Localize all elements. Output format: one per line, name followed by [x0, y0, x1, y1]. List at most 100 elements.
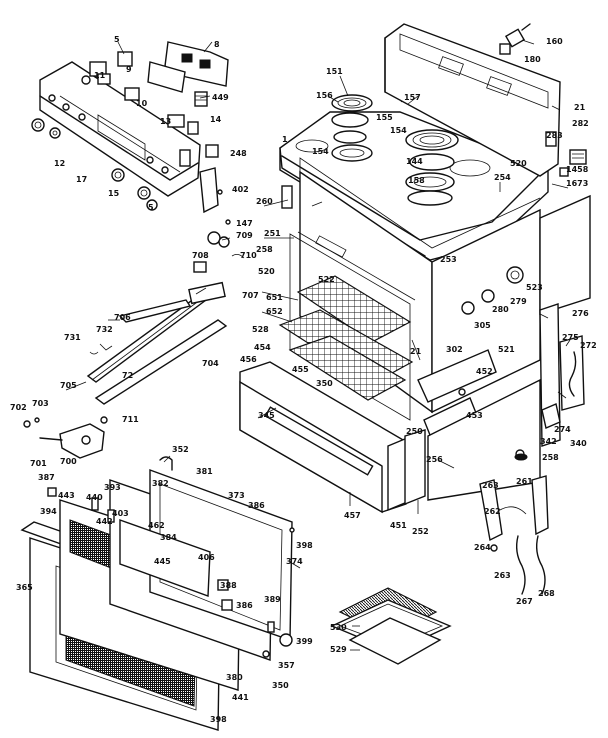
- part-label-710: 710: [240, 251, 257, 260]
- part-label-382: 382: [152, 479, 169, 488]
- part-label-5b: 5: [148, 203, 154, 212]
- part-label-731: 731: [64, 333, 81, 342]
- surface-burners: [331, 94, 459, 206]
- door-hinges: [479, 475, 549, 595]
- part-label-260: 260: [256, 197, 273, 206]
- part-label-452: 452: [476, 367, 493, 376]
- part-label-261: 261: [516, 477, 533, 486]
- part-label-701: 701: [30, 459, 47, 468]
- leader-lines: [65, 39, 571, 651]
- backsplash: [384, 23, 561, 177]
- gas-valve: [39, 423, 105, 459]
- part-label-250: 250: [406, 427, 423, 436]
- part-label-700: 700: [60, 457, 77, 466]
- part-label-456: 456: [240, 355, 257, 364]
- oven-cavity: [289, 231, 416, 421]
- part-label-17: 17: [76, 175, 87, 184]
- part-label-711: 711: [122, 415, 139, 424]
- part-label-180: 180: [524, 55, 541, 64]
- part-label-522: 522: [318, 275, 335, 284]
- part-label-279: 279: [510, 297, 527, 306]
- part-label-256: 256: [426, 455, 443, 464]
- door-liners: [59, 468, 293, 691]
- part-label-707: 707: [242, 291, 259, 300]
- small-fasteners: [23, 189, 231, 428]
- part-label-530: 530: [330, 623, 347, 632]
- part-label-282: 282: [572, 119, 589, 128]
- part-label-9: 9: [126, 65, 132, 74]
- part-label-12: 12: [54, 159, 65, 168]
- part-label-1673: 1673: [566, 179, 588, 188]
- part-label-158: 158: [408, 176, 425, 185]
- part-label-156: 156: [316, 91, 333, 100]
- part-label-381: 381: [196, 467, 213, 476]
- part-label-1: 1: [282, 135, 288, 144]
- part-label-451: 451: [390, 521, 407, 530]
- part-label-11: 11: [94, 71, 106, 80]
- part-label-403: 403: [112, 509, 129, 518]
- part-label-529: 529: [330, 645, 347, 654]
- part-label-365: 365: [16, 583, 33, 592]
- part-label-441: 441: [232, 693, 249, 702]
- part-label-352: 352: [172, 445, 189, 454]
- part-label-263: 263: [482, 481, 499, 490]
- part-label-21: 21: [574, 103, 586, 112]
- part-label-443: 443: [58, 491, 75, 500]
- end-cap: [199, 167, 219, 214]
- part-label-528: 528: [252, 325, 269, 334]
- part-label-520b: 520: [258, 267, 275, 276]
- part-label-258b: 258: [542, 453, 559, 462]
- part-label-442: 442: [96, 517, 113, 526]
- part-label-705: 705: [60, 381, 77, 390]
- part-label-144: 144: [406, 157, 423, 166]
- part-label-445: 445: [154, 557, 171, 566]
- part-label-21b: 21: [410, 347, 422, 356]
- part-label-455: 455: [292, 365, 309, 374]
- part-label-523: 523: [526, 283, 543, 292]
- part-label-454: 454: [254, 343, 271, 352]
- part-label-521: 521: [498, 345, 515, 354]
- part-label-276: 276: [572, 309, 589, 318]
- part-label-398: 398: [296, 541, 313, 550]
- part-label-453: 453: [466, 411, 483, 420]
- part-label-374: 374: [286, 557, 303, 566]
- part-label-274: 274: [554, 425, 571, 434]
- part-label-268: 268: [538, 589, 555, 598]
- part-label-10: 10: [136, 99, 148, 108]
- part-label-151: 151: [326, 67, 343, 76]
- part-label-393: 393: [104, 483, 121, 492]
- part-label-13: 13: [160, 117, 171, 126]
- part-label-267: 267: [516, 597, 533, 606]
- part-label-373: 373: [228, 491, 245, 500]
- part-label-406: 406: [198, 553, 215, 562]
- part-label-350b: 350: [272, 681, 289, 690]
- part-label-388: 388: [220, 581, 237, 590]
- part-label-14: 14: [210, 115, 222, 124]
- part-label-394: 394: [40, 507, 57, 516]
- part-label-8: 8: [214, 40, 220, 49]
- part-label-732: 732: [96, 325, 113, 334]
- terminal-block: [559, 149, 587, 177]
- part-label-72: 72: [122, 371, 133, 380]
- part-label-398b: 398: [210, 715, 227, 724]
- part-label-384: 384: [160, 533, 177, 542]
- control-panel: [39, 61, 201, 197]
- part-label-340: 340: [570, 439, 587, 448]
- part-label-399: 399: [296, 637, 313, 646]
- part-label-264: 264: [474, 543, 491, 552]
- part-label-703: 703: [32, 399, 49, 408]
- part-label-702: 702: [10, 403, 27, 412]
- part-label-252: 252: [412, 527, 429, 536]
- part-label-262: 262: [484, 507, 501, 516]
- part-label-155: 155: [376, 113, 393, 122]
- oven-racks: [278, 275, 414, 401]
- part-label-520: 520: [510, 159, 527, 168]
- part-label-652: 652: [266, 307, 283, 316]
- door-small-parts: [47, 456, 295, 658]
- part-label-15: 15: [108, 189, 120, 198]
- part-label-402: 402: [232, 185, 249, 194]
- part-label-386: 386: [248, 501, 265, 510]
